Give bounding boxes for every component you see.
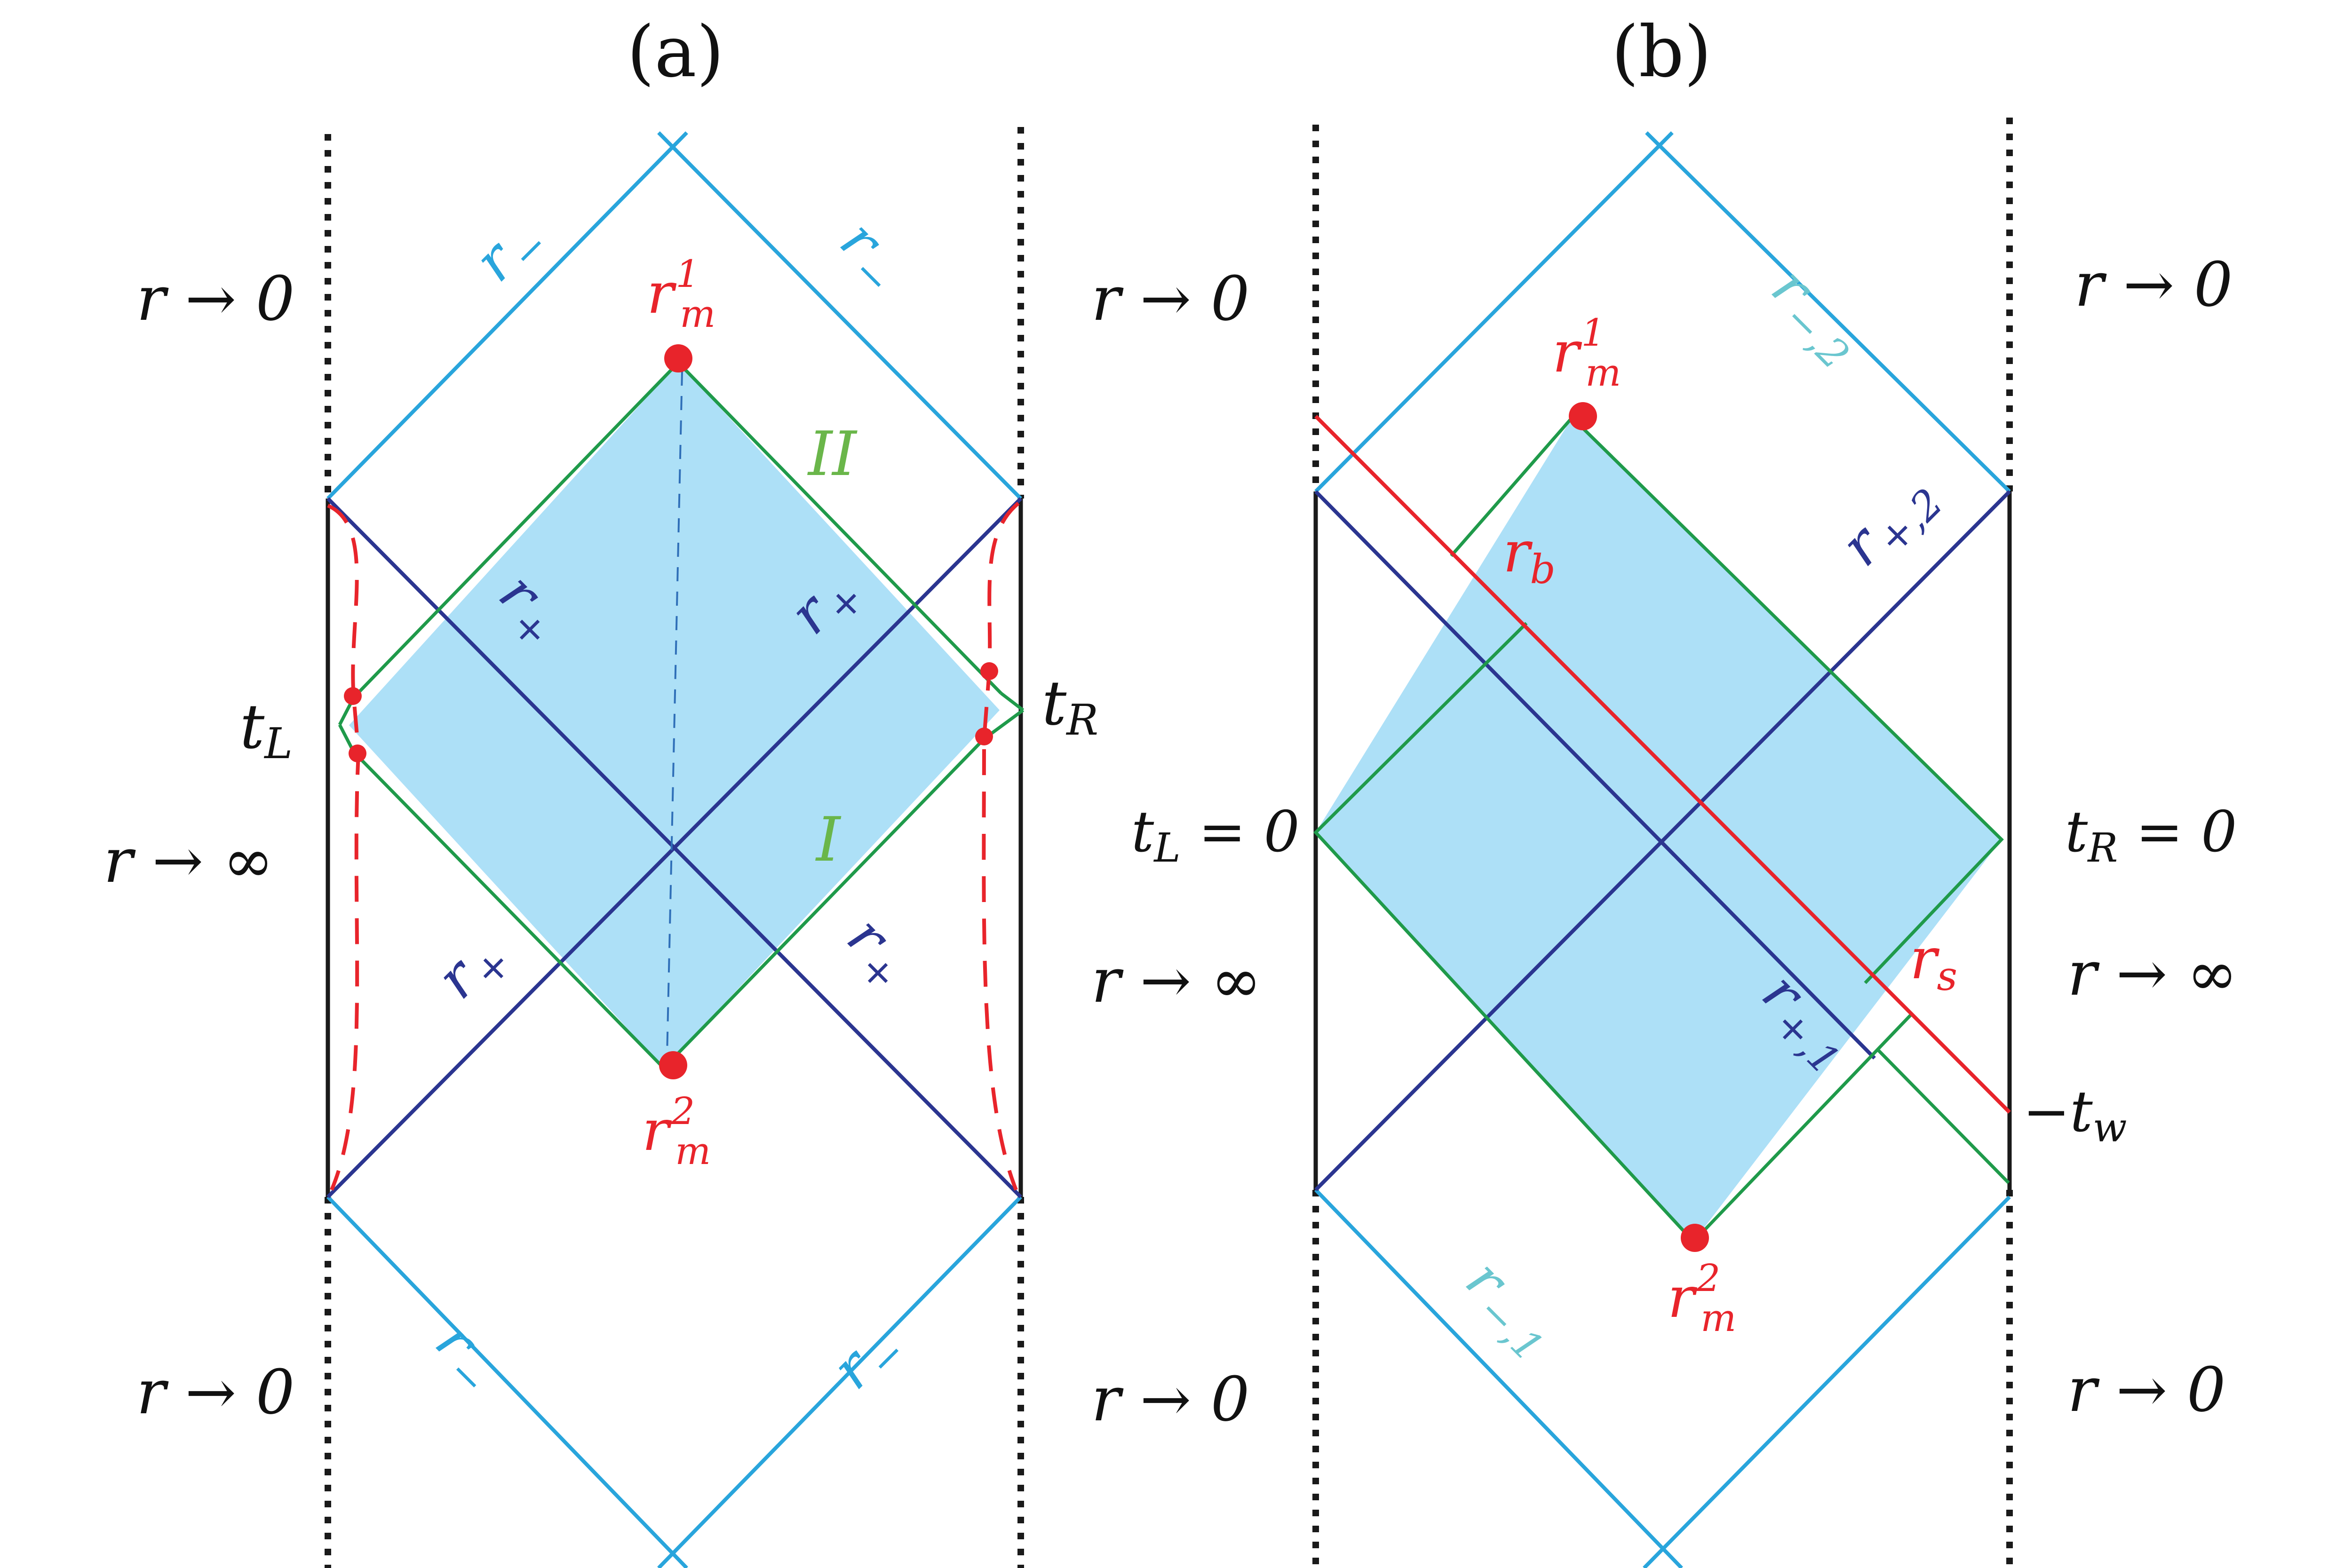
panel-b-shockwave-line bbox=[1314, 415, 2011, 1114]
panel-a-red-dashed-curve-right bbox=[982, 501, 1020, 1191]
panel-a-t-right-label: tR bbox=[1042, 667, 1098, 745]
panel-a-tl-bottom-point bbox=[349, 744, 366, 762]
panel-b-t-right-label: tR = 0 bbox=[2065, 800, 2237, 871]
panel-a-region-two-label: II bbox=[807, 418, 858, 490]
panel-a: (a) r → 0 r → 0 r → ∞ r → 0 r → 0 r− r− … bbox=[103, 11, 1249, 1568]
panel-b-outer-horizon-descending bbox=[1314, 490, 1876, 1060]
svg-text:r−: r− bbox=[822, 208, 918, 304]
panel-a-r-minus-label-bottom-left: r− bbox=[417, 1308, 514, 1405]
panel-a-r-to-zero-top-left: r → 0 bbox=[136, 263, 294, 334]
panel-a-inner-horizon-bottom-left bbox=[326, 1196, 688, 1568]
panel-b-title: (b) bbox=[1611, 11, 1711, 93]
panel-b-inner-horizon-top-right bbox=[1645, 131, 2011, 493]
panel-a-r-minus-label-bottom-right: r− bbox=[819, 1311, 916, 1407]
panel-b-tw-label: −tw bbox=[2023, 1079, 2127, 1151]
panel-a-r-to-zero-bottom-left: r → 0 bbox=[136, 1356, 294, 1428]
panel-b-r-to-zero-bottom-right: r → 0 bbox=[2067, 1354, 2225, 1425]
panel-b-rm1-point bbox=[1569, 402, 1597, 430]
svg-text:r−: r− bbox=[417, 1308, 514, 1405]
panel-b-t-left-label: tL = 0 bbox=[1131, 800, 1300, 871]
panel-b-green-lower-left bbox=[1313, 622, 1913, 1244]
panel-b: (b) r → 0 r → ∞ r → ∞ r → 0 tL = 0 tR = … bbox=[1091, 11, 2238, 1568]
panel-b-rb-label: rb bbox=[1503, 520, 1556, 593]
svg-text:r+: r+ bbox=[829, 904, 925, 1000]
panel-a-t-left-label: tL bbox=[240, 691, 293, 768]
panel-b-shaded-region bbox=[1316, 418, 2002, 1242]
panel-a-dashed-center-line bbox=[666, 371, 683, 1056]
panel-a-r-to-zero-top-right: r → 0 bbox=[1091, 263, 1249, 334]
panel-a-r-minus-label-top-left: r− bbox=[462, 203, 558, 300]
svg-text:r−,1: r−,1 bbox=[1447, 1247, 1571, 1371]
panel-a-r-to-infinity: r → ∞ bbox=[103, 825, 274, 896]
panel-b-inner-horizon-top-left bbox=[1314, 131, 1674, 493]
panel-a-tl-top-point bbox=[344, 687, 362, 705]
panel-b-rs-label: rs bbox=[1910, 927, 1957, 1000]
svg-text:r−,2: r−,2 bbox=[1753, 255, 1877, 379]
panel-a-r-plus-label-lower-right: r+ bbox=[829, 904, 925, 1000]
panel-b-inner-horizon-bottom-right bbox=[1643, 1196, 2011, 1568]
panel-b-r-minus-2-label: r−,2 bbox=[1753, 255, 1877, 379]
panel-a-inner-horizon-top-right bbox=[657, 131, 1022, 500]
panel-a-rm1-point bbox=[664, 344, 692, 372]
svg-text:r−: r− bbox=[819, 1311, 916, 1407]
panel-b-r-to-zero-top-right: r → 0 bbox=[2074, 249, 2233, 320]
panel-a-region-one-label: I bbox=[815, 804, 842, 875]
panel-a-green-right-tip bbox=[1000, 692, 1025, 712]
panel-a-tr-top-point bbox=[980, 662, 998, 680]
panel-b-r-minus-1-label: r−,1 bbox=[1447, 1247, 1571, 1371]
panel-a-outer-horizon-ascending bbox=[326, 497, 1022, 1198]
panel-a-tr-bottom-point bbox=[975, 728, 993, 745]
panel-b-rm2-point bbox=[1681, 1224, 1709, 1252]
panel-a-title: (a) bbox=[627, 11, 724, 93]
svg-text:r−: r− bbox=[462, 203, 558, 300]
panel-a-inner-horizon-top-left bbox=[326, 131, 688, 500]
panel-b-green-upper-left bbox=[1450, 415, 2004, 984]
panel-a-inner-horizon-bottom-right bbox=[657, 1196, 1022, 1568]
panel-b-outer-horizon-ascending bbox=[1314, 490, 2011, 1191]
panel-a-r-plus-label-lower-left: r+ bbox=[424, 920, 521, 1017]
svg-text:r+: r+ bbox=[424, 920, 521, 1017]
panel-a-r-minus-label-top-right: r− bbox=[822, 208, 918, 304]
panel-a-r-to-zero-bottom-right: r → 0 bbox=[1091, 1363, 1249, 1435]
panel-b-r-to-infinity-left: r → ∞ bbox=[1091, 945, 1262, 1016]
panel-a-red-dashed-curve-left bbox=[327, 504, 361, 1191]
panel-a-rm2-point bbox=[659, 1051, 687, 1079]
panel-b-r-to-infinity-right: r → ∞ bbox=[2067, 938, 2238, 1009]
panel-b-green-lower-right bbox=[1875, 1047, 2010, 1184]
panel-b-inner-horizon-bottom-left bbox=[1314, 1188, 1683, 1568]
